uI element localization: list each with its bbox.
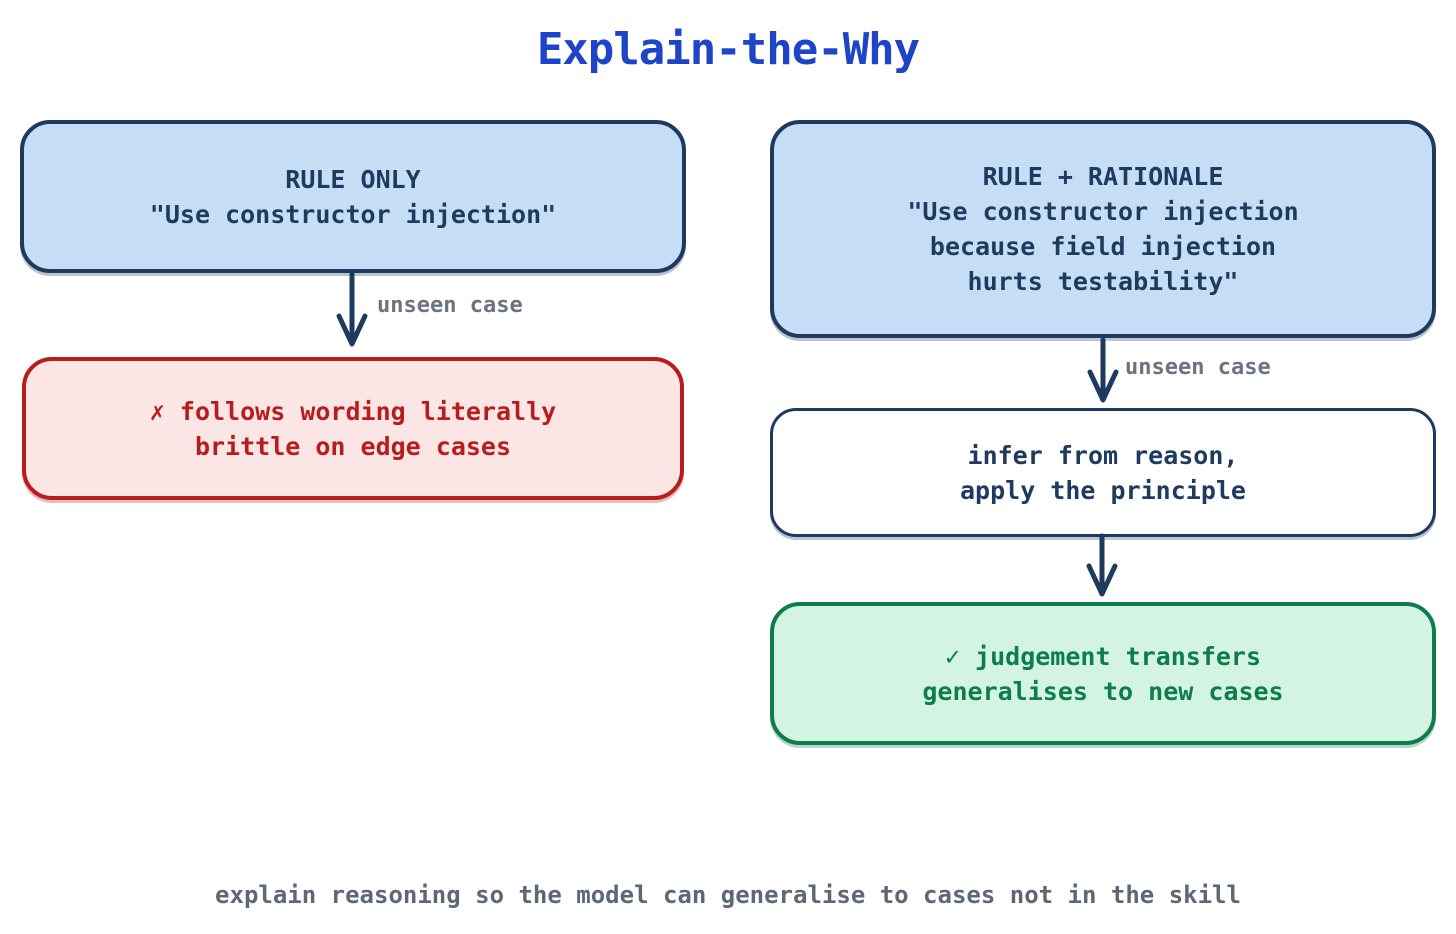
rule-rationale-line: hurts testability" [967,267,1239,296]
failure-result-line: brittle on edge cases [194,431,512,461]
arrow-label-unseen-case: unseen case [1125,355,1271,380]
rule-rationale-line: "Use constructor injection [907,197,1299,226]
rule-only-line: RULE ONLY [285,164,421,194]
rule-only-line: "Use constructor injection" [149,199,557,229]
rule-rationale-line: because field injection [929,232,1277,261]
infer-principle-line: infer from reason, [967,440,1239,470]
down-arrow-icon [1087,337,1119,403]
infer-principle-box: infer from reason, apply the principle [770,408,1436,537]
down-arrow-icon [1086,533,1118,597]
rule-rationale-box: RULE + RATIONALE "Use constructor inject… [770,120,1436,338]
success-result-line: generalises to new cases [922,676,1284,706]
rule-only-box: RULE ONLY "Use constructor injection" [20,120,686,273]
rule-rationale-line: RULE + RATIONALE [982,162,1224,191]
down-arrow-icon [336,271,368,347]
success-result-box: ✓ judgement transfers generalises to new… [770,602,1436,745]
success-result-line: ✓ judgement transfers [944,641,1262,671]
failure-result-box: ✗ follows wording literally brittle on e… [22,357,684,500]
diagram-title: Explain-the-Why [536,24,920,75]
arrow-label-unseen-case: unseen case [377,293,523,318]
diagram-caption: explain reasoning so the model can gener… [215,881,1241,909]
infer-principle-line: apply the principle [960,475,1246,505]
failure-result-line: ✗ follows wording literally [149,396,557,426]
